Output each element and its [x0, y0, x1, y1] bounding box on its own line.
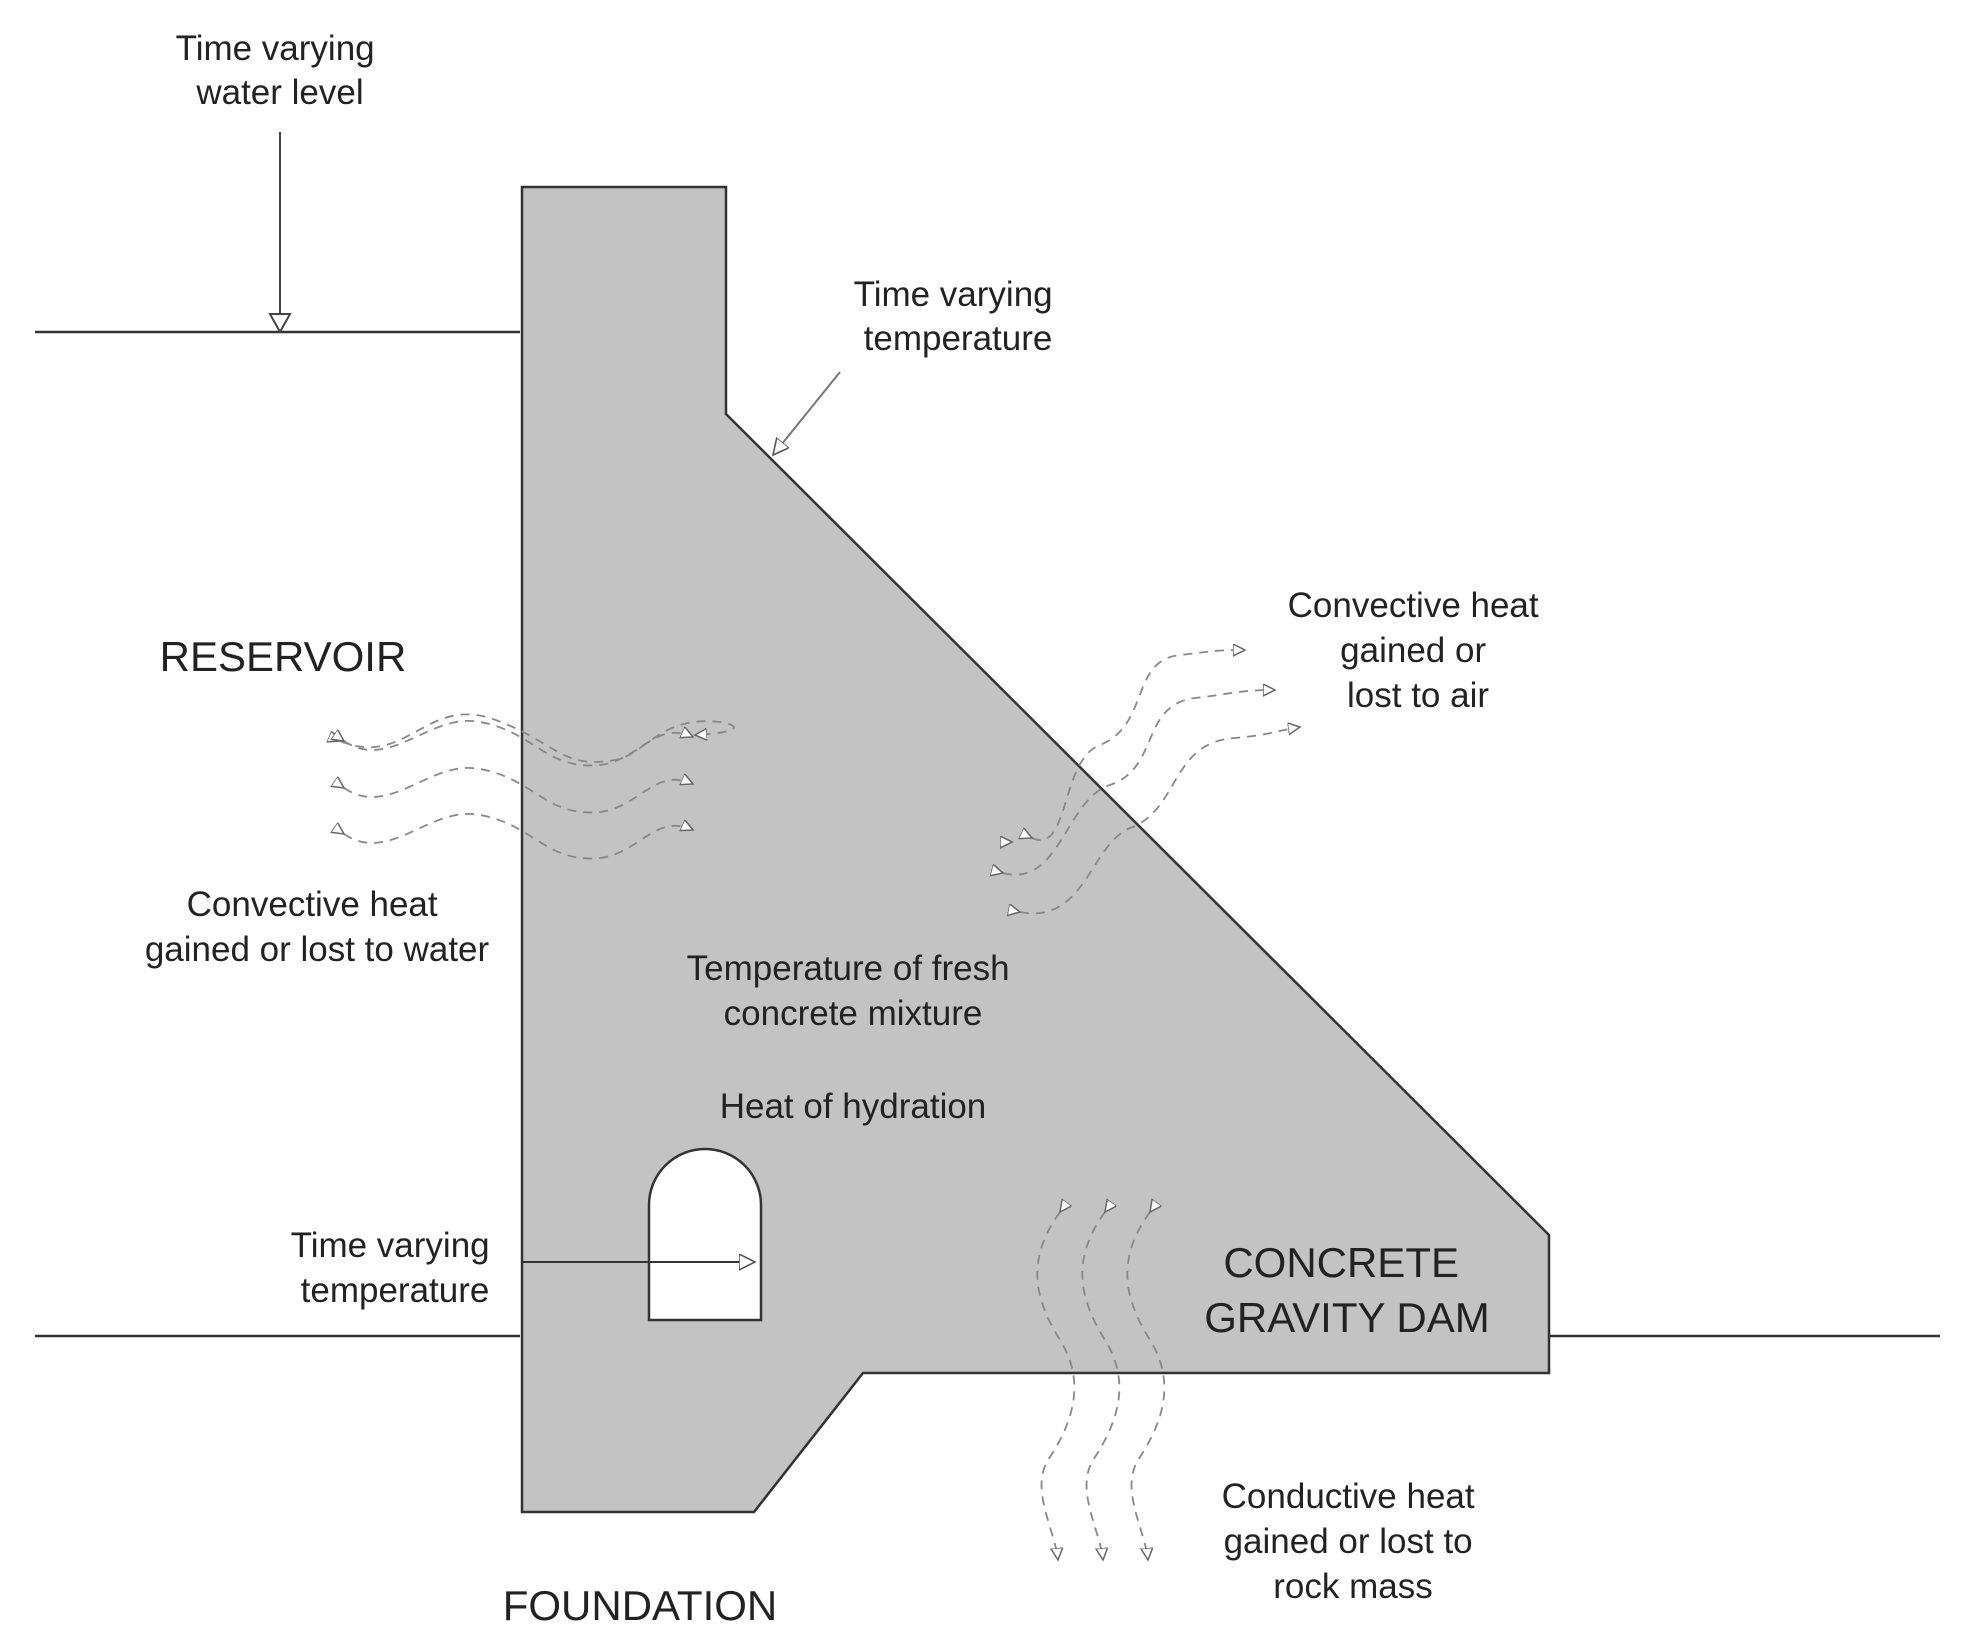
- gallery-opening: [647, 1147, 763, 1322]
- foundation-label: FOUNDATION: [503, 1582, 778, 1629]
- dam-label: CONCRETE GRAVITY DAM: [1204, 1239, 1490, 1341]
- reservoir-label: RESERVOIR: [160, 633, 407, 680]
- hydration-label: Heat of hydration: [720, 1087, 987, 1126]
- air-heat-flow-waves: [1003, 650, 1300, 913]
- water-level-label: Time varying water level: [176, 29, 385, 112]
- fresh-concrete-label: Temperature of fresh concrete mixture: [687, 949, 1020, 1033]
- water-convection-label: Convective heat gained or lost to water: [145, 885, 490, 969]
- rock-conduction-label: Conductive heat gained or lost to rock m…: [1222, 1477, 1485, 1606]
- water-level-marker-icon: [268, 313, 292, 335]
- rock-heat-flow-waves: [1036, 1212, 1166, 1560]
- water-heat-flow-waves: [344, 719, 693, 860]
- gallery-temperature-label: Time varying temperature: [291, 1226, 500, 1310]
- face-temperature-label: Time varying temperature: [854, 275, 1063, 358]
- air-convection-label: Convective heat gained or lost to air: [1288, 586, 1549, 715]
- face-temperature-arrow: [773, 371, 841, 455]
